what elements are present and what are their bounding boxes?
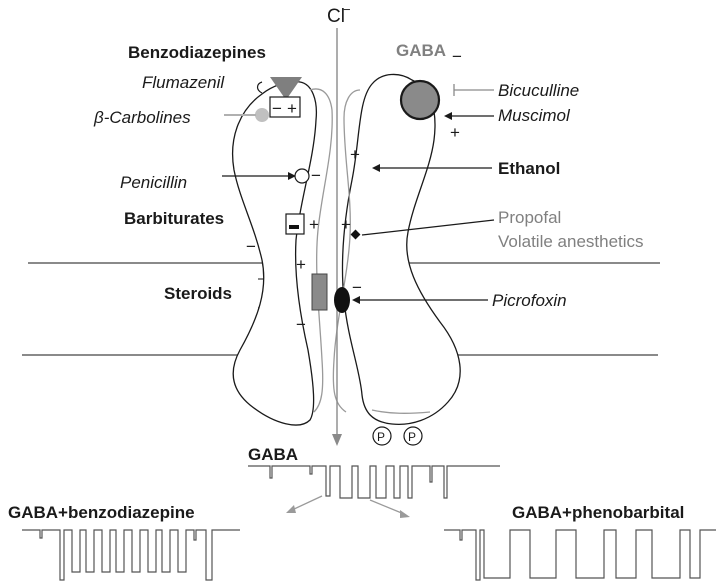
barbiturates-label: Barbiturates xyxy=(124,209,224,228)
bicuculline-label: Bicuculline xyxy=(498,81,579,100)
gaba-trace xyxy=(248,466,500,498)
benzo-minus: − xyxy=(272,99,282,118)
ethanol-plus: + xyxy=(350,145,360,164)
volatile-anesthetics-label: Volatile anesthetics xyxy=(498,232,644,251)
gaba-trace-label: GABA xyxy=(248,445,298,464)
barbiturate-site xyxy=(286,214,304,234)
steroids-label: Steroids xyxy=(164,284,232,303)
beta-carbolines-label: β-Carbolines xyxy=(93,108,191,127)
steroid-plus: + xyxy=(296,255,306,274)
benzo-plus: + xyxy=(287,99,297,118)
penicillin-minus: − xyxy=(311,166,321,185)
gaba-binding-site xyxy=(401,81,439,119)
phospho-label-1: P xyxy=(377,430,385,444)
channel-axis-arrowhead xyxy=(332,434,342,446)
gaba-benzodiazepine-trace xyxy=(22,530,240,580)
phospho-label-2: P xyxy=(408,430,416,444)
muscimol-arrowhead xyxy=(444,112,452,120)
flumazenil-connector xyxy=(258,82,263,93)
flumazenil-label: Flumazenil xyxy=(142,73,225,92)
gaba-benzodiazepine-trace-label: GABA+benzodiazepine xyxy=(8,503,195,522)
penicillin-site xyxy=(295,169,309,183)
steroid-site xyxy=(312,274,327,310)
chloride-charge: − xyxy=(343,2,351,17)
picrofoxin-label: Picrofoxin xyxy=(492,291,567,310)
benzodiazepines-label: Benzodiazepines xyxy=(128,43,266,62)
propofal-label: Propofal xyxy=(498,208,561,227)
barbiturate-plus: + xyxy=(309,215,319,234)
beta-carboline-site xyxy=(255,108,269,122)
steroid-minus: − xyxy=(296,315,306,334)
split-arrow-left-head xyxy=(286,505,296,513)
gaba-phenobarbital-trace-label: GABA+phenobarbital xyxy=(512,503,684,522)
picrofoxin-minus: − xyxy=(352,278,362,297)
gaba-minus: − xyxy=(452,47,462,66)
right-subunit xyxy=(342,74,460,424)
split-arrow-right xyxy=(370,500,404,514)
barbiturate-minus: − xyxy=(246,237,256,256)
barbiturate-plus-right: + xyxy=(341,215,351,234)
picrofoxin-site xyxy=(334,287,350,313)
penicillin-label: Penicillin xyxy=(120,173,187,192)
split-arrow-left xyxy=(292,496,322,510)
muscimol-plus: + xyxy=(450,123,460,142)
ethanol-label: Ethanol xyxy=(498,159,560,178)
gaba-top-label: GABA xyxy=(396,41,446,60)
gaba-phenobarbital-trace xyxy=(444,530,716,580)
barbiturate-site-mark xyxy=(289,225,299,229)
muscimol-label: Muscimol xyxy=(498,106,571,125)
split-arrow-right-head xyxy=(400,510,410,518)
